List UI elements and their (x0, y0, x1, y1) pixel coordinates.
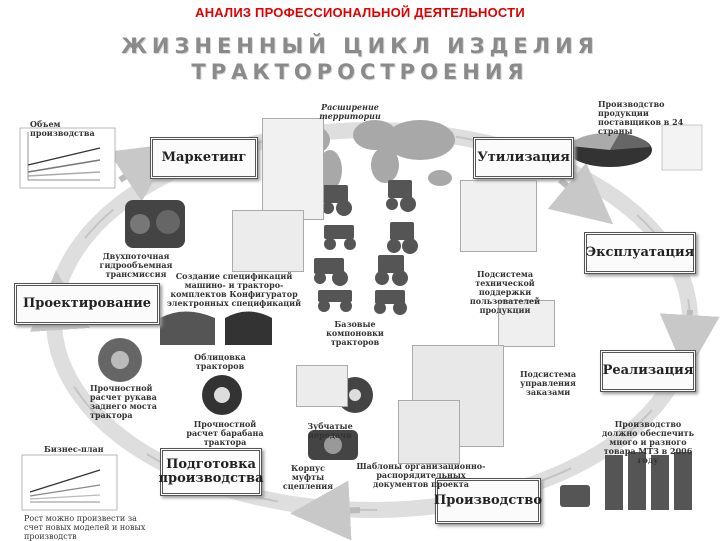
axle-image (98, 338, 142, 382)
caption-clutch: Корпус муфты сцепления (282, 463, 334, 491)
tractor-cladding-image (160, 311, 272, 345)
business-plan-chart (21, 454, 118, 511)
drum-image (202, 375, 242, 415)
tractor-lineup-image (560, 452, 692, 510)
diagram-title-line1: ЖИЗНЕННЫЙ ЦИКЛ ИЗДЕЛИЯ (121, 34, 599, 58)
sales-volume-chart (19, 127, 116, 189)
tractor-models-image (314, 180, 418, 315)
production-pie-chart (568, 124, 703, 171)
stage-marketing: Маркетинг (150, 137, 258, 179)
stage-production: Производство (434, 478, 542, 524)
caption-sales-volume: Объем производства (30, 119, 95, 138)
caption-gears: Зубчатые передачи (307, 421, 353, 440)
stage-design: Проектирование (14, 283, 160, 325)
stage-exploitation: Эксплуатация (584, 232, 696, 274)
caption-base-layouts: Базовые компоновки тракторов (326, 319, 384, 347)
caption-strength-drum: Прочностной расчет барабана трактора (186, 419, 264, 447)
specification-screenshot (262, 118, 324, 220)
clutch-housing-image (308, 430, 358, 460)
diagram-title-line2: ТРАКТОРОСТРОЕНИЯ (191, 60, 529, 84)
stage-utilization: Утилизация (473, 137, 574, 179)
caption-order-subsystem: Подсистема управления заказами (519, 369, 577, 397)
transmission-image (125, 200, 185, 248)
caption-transmission: Двухпоточная гидрообъемная трансмиссия (99, 251, 173, 279)
support-screenshot-2 (498, 300, 555, 347)
caption-tractor-cladding: Облицовка тракторов (194, 352, 246, 371)
support-screenshot-1 (460, 180, 537, 252)
stage-sales: Реализация (600, 350, 696, 392)
caption-business-plan: Бизнес-план (44, 444, 104, 454)
caption-market-expansion: Расширение территории (319, 102, 381, 121)
caption-production-note: Производство должно обеспечить много и р… (601, 419, 695, 465)
caption-specs: Создание спецификаций машино- и тракторо… (166, 271, 302, 308)
header-title: АНАЛИЗ ПРОФЕССИОНАЛЬНОЙ ДЕЯТЕЛЬНОСТИ (195, 5, 525, 20)
caption-document-templates: Шаблоны организационно-распорядительных … (356, 461, 486, 489)
caption-growth-note: Рост можно произвести за счет новых моде… (24, 514, 146, 541)
stage-preparation: Подготовка производства (159, 448, 264, 496)
caption-production-plan: Производство продукции поставщиков в 24 … (598, 99, 684, 136)
document-screenshot-1 (296, 365, 348, 407)
caption-support-subsystem: Подсистема технической поддержки пользов… (469, 269, 541, 315)
configurator-screenshot (232, 210, 304, 272)
caption-strength-axle: Прочностной расчет рукава заднего моста … (90, 383, 157, 420)
document-screenshot-2 (398, 400, 460, 464)
